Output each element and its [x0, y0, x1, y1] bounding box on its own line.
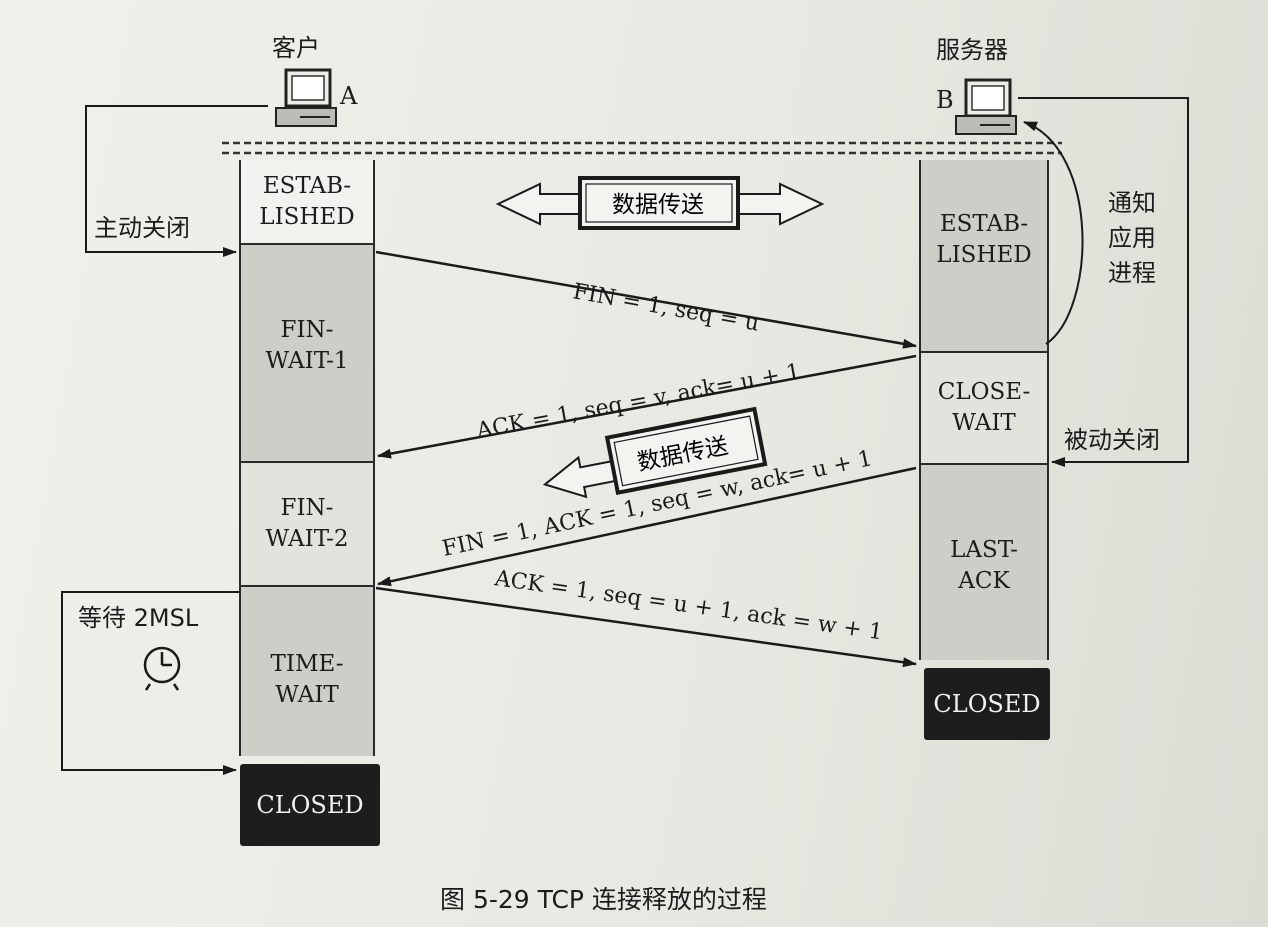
server-letter: B — [936, 86, 954, 114]
client-state-closed: CLOSED — [240, 764, 380, 846]
figure-caption: 图 5-29 TCP 连接释放的过程 — [440, 885, 767, 914]
server-state-established: ESTAB- LISHED — [936, 210, 1032, 268]
msg-label-final-ack: ACK = 1, seq = u + 1, ack = w + 1 — [492, 566, 884, 645]
client-letter: A — [340, 82, 358, 110]
server-title: 服务器 — [936, 36, 1008, 64]
wait-2msl-arrow — [61, 591, 240, 775]
clock-icon — [143, 646, 181, 691]
client-state-time-wait: TIME- WAIT — [270, 650, 344, 708]
client-state-fin-wait-2: FIN- WAIT-2 — [265, 494, 349, 552]
wait-2msl-label: 等待 2MSL — [78, 604, 199, 632]
client-state-fin-wait-1: FIN- WAIT-1 — [265, 316, 349, 374]
server-timeline — [919, 160, 1049, 660]
server-state-close-wait: CLOSE- WAIT — [937, 378, 1031, 436]
msg-arrow-fin-ack — [377, 466, 917, 587]
client-state-established: ESTAB- LISHED — [259, 172, 355, 230]
client-title: 客户 — [272, 34, 320, 62]
server-computer-icon — [955, 78, 1017, 135]
notify-app-arrow — [1023, 121, 1084, 345]
msg-arrow-fin — [375, 250, 917, 349]
notify-app-label: 通知 应用 进程 — [1108, 189, 1156, 287]
server-state-closed: CLOSED — [924, 668, 1050, 740]
client-computer-icon — [275, 68, 337, 127]
data-transfer-bidirectional-arrow — [495, 176, 825, 230]
msg-arrow-ack — [377, 354, 917, 459]
data-transfer-label: 数据传送 — [612, 192, 704, 218]
active-close-label: 主动关闭 — [94, 214, 190, 242]
network-line — [222, 141, 1062, 155]
client-timeline — [239, 160, 375, 756]
server-state-last-ack: LAST- ACK — [950, 536, 1018, 594]
msg-label-fin: FIN = 1, seq = u — [571, 279, 761, 336]
passive-close-label: 被动关闭 — [1064, 426, 1160, 454]
msg-arrow-final-ack — [375, 586, 917, 668]
passive-close-arrow — [1018, 97, 1189, 467]
active-close-arrow — [85, 105, 268, 257]
data-transfer-server-to-client-arrow — [542, 406, 768, 499]
